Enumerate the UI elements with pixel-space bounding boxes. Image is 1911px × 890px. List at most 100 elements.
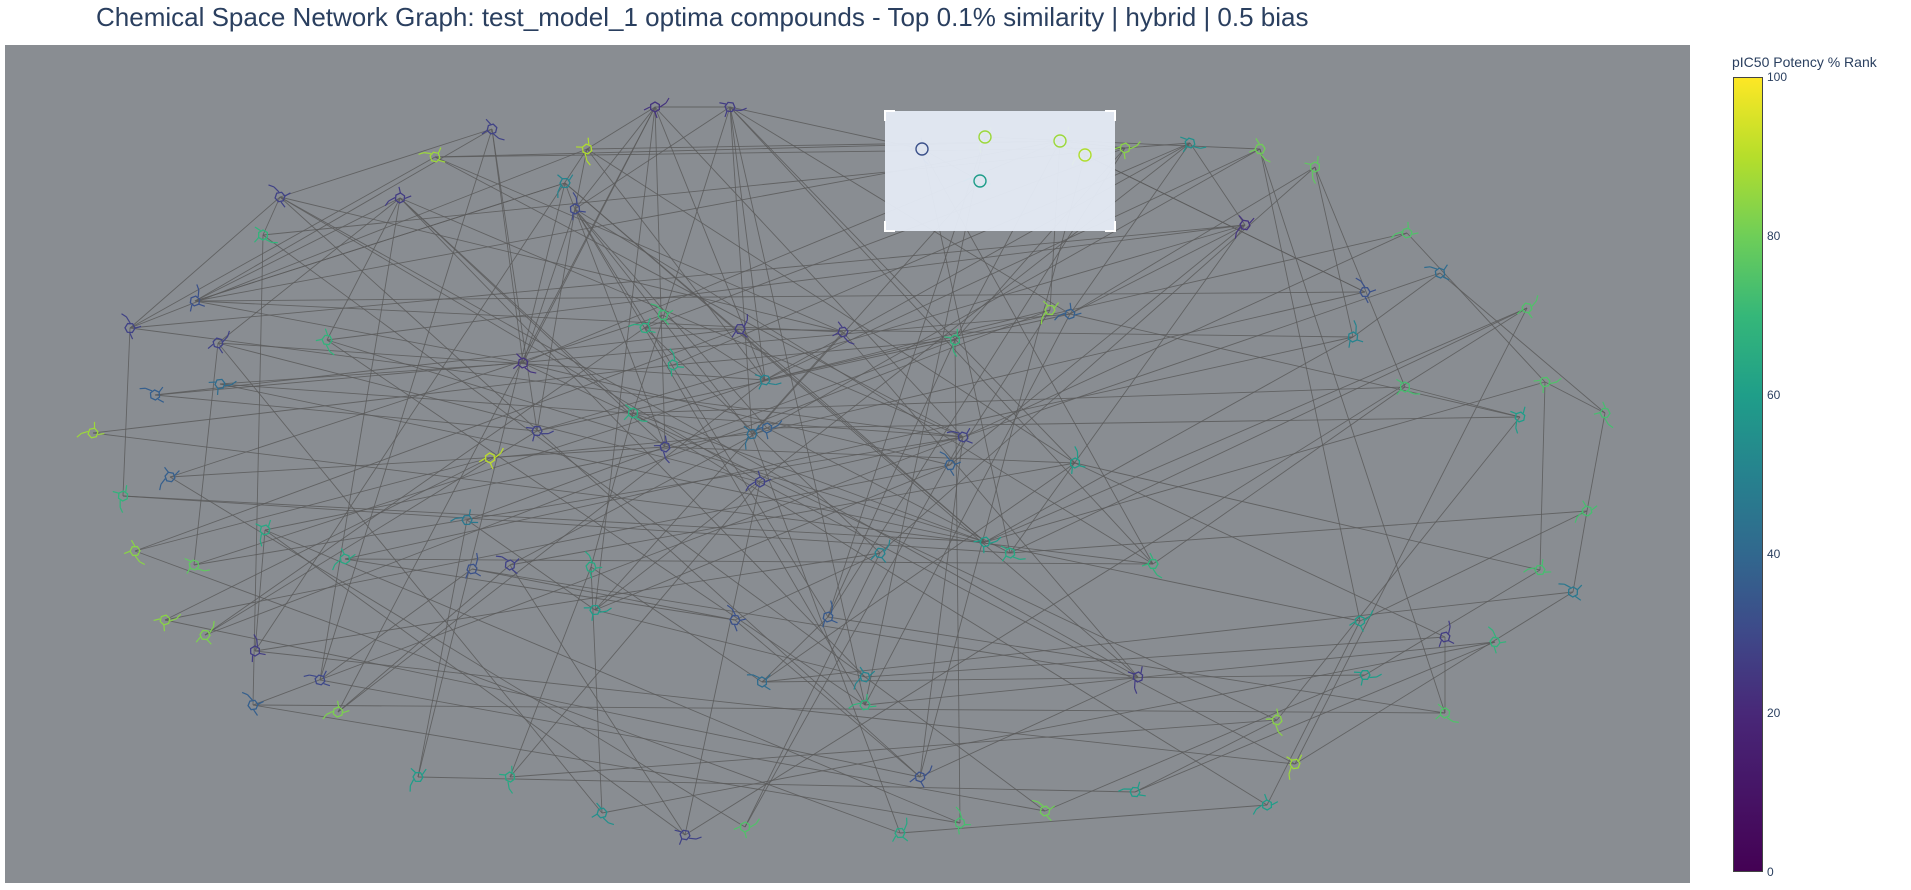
compound-node[interactable] (314, 328, 337, 356)
compound-node[interactable] (755, 418, 783, 441)
compound-node[interactable] (830, 320, 855, 348)
compound-node[interactable] (1390, 373, 1421, 405)
compound-node[interactable] (939, 450, 962, 477)
selection-corner-handle[interactable] (884, 221, 895, 232)
compound-node[interactable] (661, 348, 689, 380)
compound-node[interactable] (650, 299, 677, 328)
compound-node[interactable] (1339, 320, 1370, 352)
compound-node[interactable] (1277, 749, 1309, 780)
compound-node[interactable] (329, 546, 357, 571)
compound-node[interactable] (618, 399, 648, 430)
compound-node[interactable] (1348, 610, 1375, 633)
compound-node[interactable] (1350, 662, 1382, 692)
selection-corner-handle[interactable] (1105, 221, 1116, 232)
compound-node[interactable] (241, 690, 265, 718)
compound-node[interactable] (572, 135, 600, 166)
compound-node[interactable] (715, 93, 747, 124)
compound-node[interactable] (1033, 295, 1064, 325)
compound-node[interactable] (907, 765, 935, 789)
compound-node[interactable] (628, 311, 660, 342)
compound-node[interactable] (848, 690, 880, 718)
compound-node[interactable] (1228, 211, 1259, 239)
compound-node[interactable] (509, 350, 537, 380)
compound-node[interactable] (562, 192, 591, 223)
plot-area[interactable] (5, 45, 1690, 883)
compound-node[interactable] (1121, 662, 1152, 694)
compound-node[interactable] (580, 550, 605, 580)
compound-node[interactable] (205, 330, 234, 356)
compound-node[interactable] (1558, 574, 1587, 605)
compound-node[interactable] (1424, 255, 1455, 287)
compound-node[interactable] (1141, 552, 1163, 579)
compound-node[interactable] (733, 817, 760, 839)
compound-node[interactable] (1118, 775, 1150, 806)
network-graph[interactable] (5, 45, 1690, 883)
compound-node[interactable] (400, 762, 432, 792)
compound-node[interactable] (939, 325, 968, 357)
compound-node[interactable] (547, 168, 579, 199)
selection-corner-handle[interactable] (1105, 110, 1116, 121)
compound-node[interactable] (1484, 626, 1508, 655)
compound-node[interactable] (418, 139, 451, 171)
compound-node[interactable] (248, 221, 278, 253)
compound-node[interactable] (725, 604, 747, 632)
compound-node[interactable] (1390, 219, 1420, 245)
compound-node[interactable] (886, 817, 918, 849)
compound-node[interactable] (1431, 699, 1459, 730)
compound-node[interactable] (867, 539, 898, 568)
compound-node[interactable] (1062, 446, 1092, 478)
compound-node[interactable] (580, 597, 612, 626)
compound-node[interactable] (242, 634, 272, 666)
compound-node[interactable] (1174, 129, 1207, 161)
compound-node[interactable] (123, 539, 146, 566)
compound-node[interactable] (153, 463, 183, 491)
compound-node[interactable] (106, 481, 137, 513)
compound-node[interactable] (1263, 707, 1288, 737)
compound-node[interactable] (814, 600, 846, 633)
compound-node[interactable] (995, 539, 1026, 571)
compound-node[interactable] (589, 800, 615, 829)
compound-node[interactable] (971, 530, 1002, 556)
compound-node[interactable] (1514, 295, 1544, 321)
selection-layer[interactable] (884, 110, 1116, 232)
compound-node[interactable] (322, 699, 351, 722)
compound-node[interactable] (1571, 498, 1600, 523)
compound-node[interactable] (139, 377, 171, 409)
compound-node[interactable] (152, 609, 182, 634)
compound-node[interactable] (849, 663, 879, 690)
compound-node[interactable] (458, 552, 490, 584)
compound-node-highlighted[interactable] (978, 130, 992, 144)
selection-corner-handle[interactable] (884, 110, 895, 121)
compound-node[interactable] (495, 548, 525, 579)
compound-node[interactable] (1355, 277, 1377, 304)
compound-node[interactable] (643, 97, 670, 119)
compound-node[interactable] (76, 418, 107, 445)
compound-node[interactable] (450, 504, 481, 533)
compound-node[interactable] (670, 821, 702, 852)
compound-node[interactable] (749, 366, 782, 398)
compound-node-highlighted[interactable] (973, 174, 987, 188)
compound-node[interactable] (1054, 301, 1083, 325)
compound-node[interactable] (1298, 152, 1328, 184)
compound-node[interactable] (494, 762, 522, 794)
compound-node[interactable] (478, 447, 504, 470)
compound-node[interactable] (303, 662, 336, 694)
compound-node-highlighted[interactable] (1078, 148, 1092, 162)
compound-node[interactable] (247, 514, 279, 547)
compound-node[interactable] (384, 186, 412, 208)
compound-node[interactable] (1431, 620, 1463, 653)
compound-node[interactable] (478, 116, 505, 146)
compound-node[interactable] (746, 664, 777, 696)
compound-node[interactable] (522, 417, 554, 447)
compound-node[interactable] (181, 284, 212, 316)
compound-node[interactable] (946, 419, 979, 451)
compound-node[interactable] (1503, 401, 1534, 434)
compound-node[interactable] (191, 621, 222, 649)
compound-node[interactable] (1031, 794, 1059, 824)
compound-node[interactable] (650, 433, 676, 464)
compound-node[interactable] (1523, 554, 1555, 583)
compound-node-highlighted[interactable] (915, 142, 929, 156)
compound-node[interactable] (1252, 793, 1279, 815)
compound-node[interactable] (745, 470, 772, 492)
compound-node[interactable] (121, 313, 142, 340)
